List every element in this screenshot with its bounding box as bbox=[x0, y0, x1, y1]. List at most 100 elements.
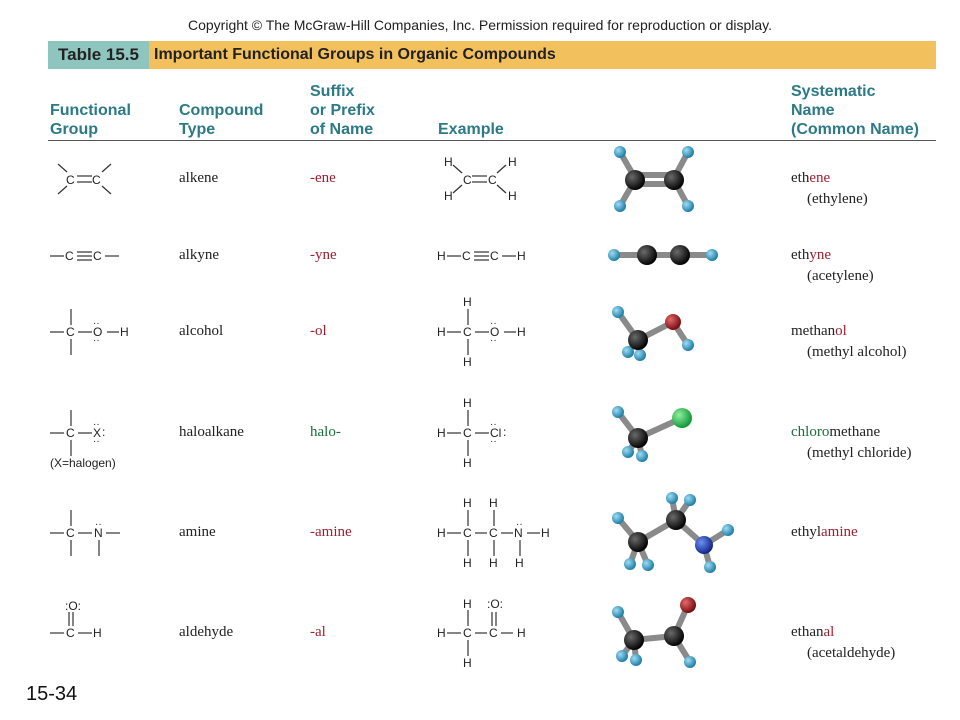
svg-text:C: C bbox=[65, 249, 74, 263]
svg-text:H: H bbox=[541, 526, 550, 540]
compound-type-amine: amine bbox=[179, 524, 216, 540]
svg-text:H: H bbox=[489, 556, 498, 570]
systematic-name-ethene: ethene (ethylene) bbox=[791, 168, 868, 210]
svg-text:H: H bbox=[463, 355, 472, 369]
chloromethane-model bbox=[612, 406, 692, 462]
suffix-ene: -ene bbox=[310, 170, 336, 186]
svg-text:C: C bbox=[489, 626, 498, 640]
compound-type-alkyne: alkyne bbox=[179, 247, 219, 263]
ethylamine-structure bbox=[447, 510, 540, 556]
svg-text:H: H bbox=[463, 295, 472, 309]
svg-text:N: N bbox=[94, 526, 103, 540]
svg-text:H: H bbox=[437, 325, 446, 339]
svg-text:C: C bbox=[66, 626, 75, 640]
svg-text:··: ·· bbox=[490, 436, 497, 447]
svg-text:··: ·· bbox=[93, 318, 100, 329]
ethyne-model bbox=[608, 245, 718, 265]
svg-text:H: H bbox=[120, 325, 129, 339]
svg-text:C: C bbox=[490, 249, 499, 263]
suffix-al: -al bbox=[310, 624, 326, 640]
svg-text:C: C bbox=[66, 526, 75, 540]
systematic-name-methanol: methanol (methyl alcohol) bbox=[791, 321, 907, 363]
svg-text:H: H bbox=[444, 155, 453, 169]
svg-text::: : bbox=[102, 425, 105, 439]
aldehyde-group-structure bbox=[50, 612, 92, 634]
common-name: (methyl chloride) bbox=[807, 445, 912, 461]
common-name: (methyl alcohol) bbox=[807, 344, 907, 360]
copyright-notice: Copyright © The McGraw-Hill Companies, I… bbox=[187, 17, 773, 33]
svg-text:··: ·· bbox=[93, 419, 100, 430]
svg-text:··: ·· bbox=[95, 519, 102, 530]
svg-text:H: H bbox=[437, 526, 446, 540]
halogen-note: (X=halogen) bbox=[50, 456, 116, 470]
svg-text:C: C bbox=[463, 526, 472, 540]
systematic-name-chloromethane: chloromethane (methyl chloride) bbox=[791, 422, 912, 464]
haloalkane-group-structure bbox=[50, 410, 92, 456]
suffix-yne: -yne bbox=[310, 247, 337, 263]
ethene-model bbox=[614, 146, 694, 212]
svg-text:Cl: Cl bbox=[490, 426, 501, 440]
svg-text:··: ·· bbox=[490, 318, 497, 329]
svg-text:H: H bbox=[515, 556, 524, 570]
systematic-name-ethylamine: ethylamine bbox=[791, 524, 858, 540]
svg-text:C: C bbox=[489, 526, 498, 540]
svg-text:H: H bbox=[508, 155, 517, 169]
svg-text:C: C bbox=[463, 426, 472, 440]
common-name: (ethylene) bbox=[807, 191, 868, 207]
suffix-amine: -amine bbox=[310, 524, 352, 540]
svg-text:H: H bbox=[437, 249, 446, 263]
svg-text:H: H bbox=[463, 656, 472, 670]
table-title-bar: Table 15.5 Important Functional Groups i… bbox=[48, 41, 936, 69]
svg-text:H: H bbox=[463, 597, 472, 611]
svg-text:H: H bbox=[463, 456, 472, 470]
svg-text:··: ·· bbox=[93, 436, 100, 447]
svg-text:C: C bbox=[463, 325, 472, 339]
svg-text:··: ·· bbox=[516, 519, 523, 530]
methanol-model bbox=[612, 306, 694, 361]
svg-text:C: C bbox=[93, 249, 102, 263]
svg-text:C: C bbox=[463, 173, 472, 187]
svg-text:H: H bbox=[517, 249, 526, 263]
common-name: (acetaldehyde) bbox=[807, 645, 896, 661]
svg-text:C: C bbox=[462, 249, 471, 263]
table-number: Table 15.5 bbox=[48, 41, 149, 69]
svg-text:C: C bbox=[66, 173, 75, 187]
svg-text::: : bbox=[503, 425, 506, 439]
svg-text:H: H bbox=[517, 626, 526, 640]
compound-type-alcohol: alcohol bbox=[179, 323, 224, 339]
systematic-name-ethanal: ethanal (acetaldehyde) bbox=[791, 622, 895, 664]
svg-text::O:: :O: bbox=[65, 599, 81, 613]
methanol-structure bbox=[447, 309, 516, 355]
ball-and-stick-models bbox=[608, 146, 734, 668]
svg-text:H: H bbox=[517, 325, 526, 339]
prefix-halo: halo- bbox=[310, 424, 341, 440]
svg-text:··: ·· bbox=[490, 335, 497, 346]
svg-text:H: H bbox=[437, 626, 446, 640]
svg-text:H: H bbox=[508, 189, 517, 203]
ethylamine-model bbox=[612, 492, 734, 573]
suffix-ol: -ol bbox=[310, 323, 327, 339]
svg-text:C: C bbox=[66, 325, 75, 339]
amine-group-structure bbox=[50, 510, 120, 556]
svg-text:H: H bbox=[93, 626, 102, 640]
svg-text:C: C bbox=[66, 426, 75, 440]
ethanal-model bbox=[612, 597, 696, 668]
svg-text:··: ·· bbox=[93, 335, 100, 346]
ethene-structure bbox=[452, 164, 507, 194]
svg-text:H: H bbox=[463, 496, 472, 510]
svg-text:N: N bbox=[514, 526, 523, 540]
svg-text:O: O bbox=[490, 325, 499, 339]
svg-text:C: C bbox=[92, 173, 101, 187]
compound-type-alkene: alkene bbox=[179, 170, 219, 186]
compound-type-aldehyde: aldehyde bbox=[179, 624, 234, 640]
svg-text:X: X bbox=[93, 426, 101, 440]
header-rule bbox=[48, 140, 936, 141]
alcohol-group-structure bbox=[50, 309, 119, 355]
svg-text:C: C bbox=[488, 173, 497, 187]
svg-text:··: ·· bbox=[490, 419, 497, 430]
svg-text:O: O bbox=[93, 325, 102, 339]
alkene-group-structure bbox=[57, 163, 112, 195]
